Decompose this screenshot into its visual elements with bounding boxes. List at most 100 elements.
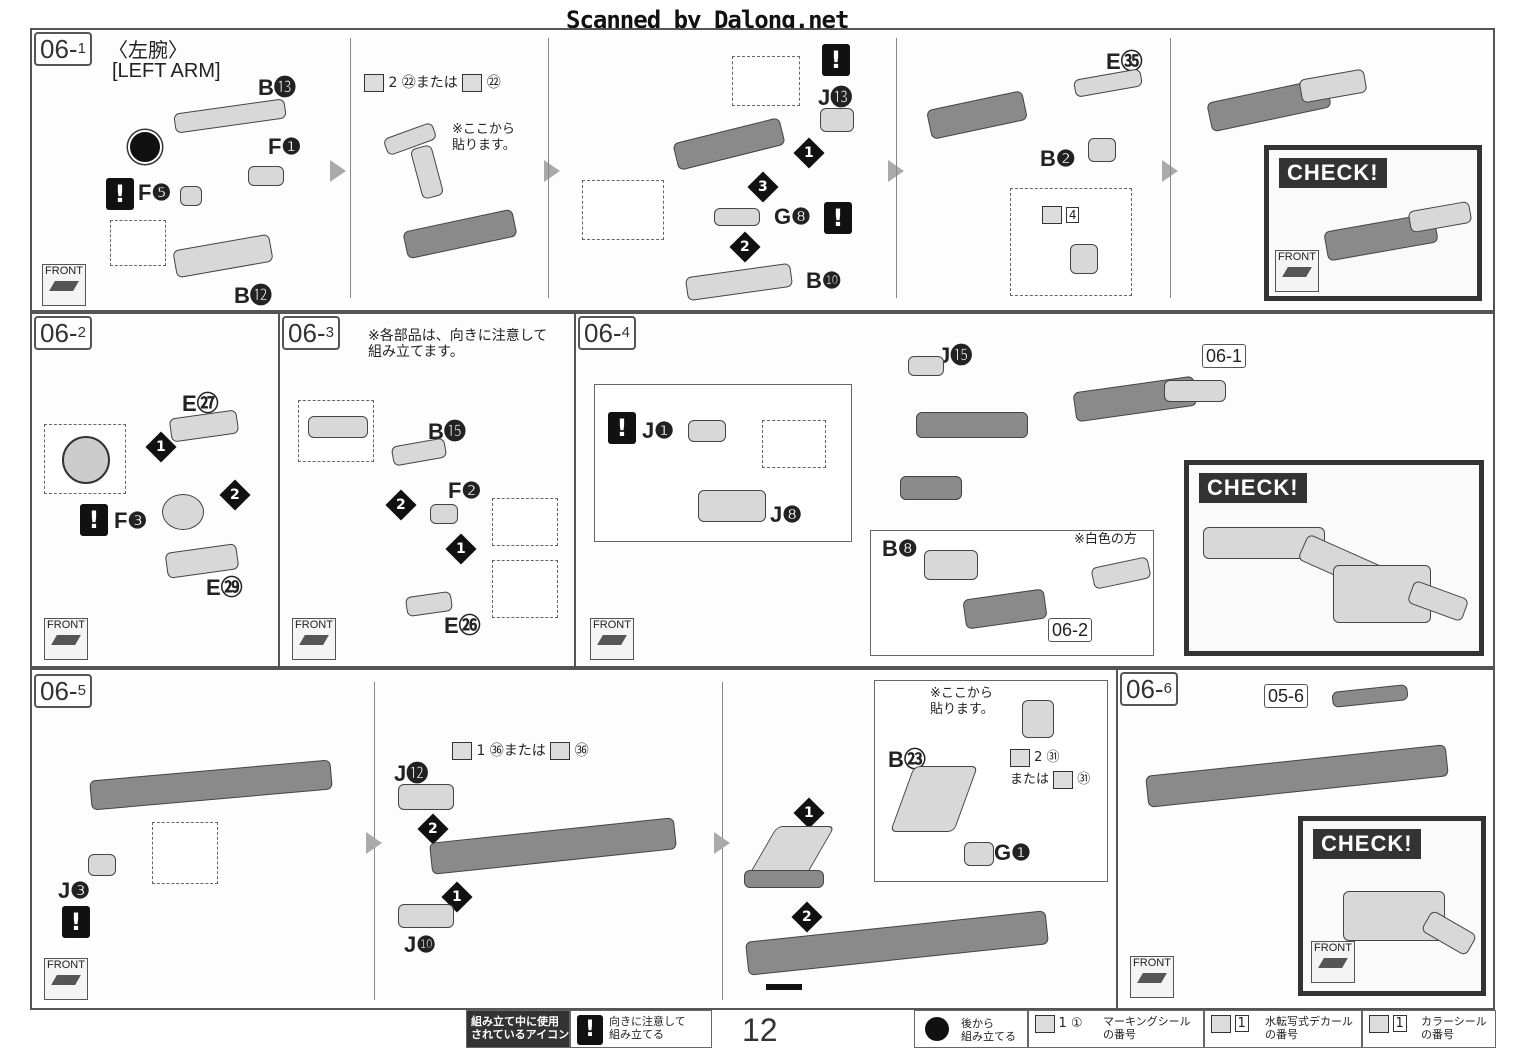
front-indicator: FRONT: [1275, 250, 1319, 292]
part-j3: J❸: [58, 878, 90, 903]
flow-arrow: [330, 160, 346, 182]
hand-part: [1298, 68, 1368, 104]
part-g8-shape: [714, 208, 760, 226]
step-number-2: 2: [219, 479, 251, 511]
step-sub: 1: [77, 40, 86, 57]
check-box: CHECK! FRONT: [1264, 145, 1482, 301]
arm-assembly: [1145, 744, 1449, 808]
legend-color-text: カラーシール の番号: [1421, 1015, 1487, 1041]
direction-arrow: [766, 984, 802, 990]
part-b8: B❽: [882, 536, 918, 561]
legend-water-text: 水転写式デカール の番号: [1265, 1015, 1353, 1041]
step-06-5-panel: 06-5 J❸ ! FRONT 1 ㊱または ㊱ J⓬ 2 1 J❿ ※ここから…: [30, 668, 1118, 1010]
step-sub: 4: [621, 324, 630, 341]
warning-icon: !: [80, 504, 108, 536]
page-number: 12: [742, 1012, 778, 1048]
step-sub: 5: [77, 682, 86, 699]
ref-06-1: 06-1: [1202, 344, 1247, 368]
part-b13: B⓭: [258, 75, 296, 100]
divider: [1170, 38, 1171, 298]
front-label: FRONT: [45, 265, 83, 277]
part-f5: F❺: [138, 180, 172, 205]
part-g1: G❶: [994, 840, 1031, 865]
sticker2b-text: または: [1010, 772, 1050, 787]
sticker-shape-2: [409, 144, 445, 200]
part-f2-shape: [430, 504, 458, 524]
warning-icon: !: [62, 906, 90, 938]
step-num: 06: [584, 318, 613, 348]
step-06-4-panel: 06-4 ! J❶ J❽ J⓯ 06-1 B❽ ※白色の方 06-2 CHECK…: [574, 312, 1495, 668]
step-06-3-panel: 06-3 ※各部品は、向きに注意して 組み立てます。 B⓯ F❷ 2 1 E㉖ …: [278, 312, 576, 668]
part-b12: B⓬: [234, 283, 272, 308]
step-number: 06-3: [282, 316, 340, 350]
step-number-1: 1: [793, 137, 825, 169]
step-number-1: 1: [793, 797, 825, 829]
shield-part: [1331, 684, 1409, 708]
sticker-ref: 1 ㊱または ㊱: [452, 740, 589, 760]
part-e26: E㉖: [444, 613, 481, 638]
check-title: CHECK!: [1313, 829, 1421, 859]
warning-icon: !: [822, 44, 850, 76]
check-title: CHECK!: [1279, 158, 1387, 188]
step-number: 06-1: [34, 32, 92, 66]
sticker-icon-alt: [462, 74, 483, 92]
front-indicator: FRONT: [44, 958, 88, 1000]
detail-box: [492, 498, 558, 546]
part-g1-shape: [964, 842, 994, 866]
hand-part: [1164, 380, 1226, 402]
wing-part-base: [744, 870, 824, 888]
sticker-icon-alt: [550, 742, 571, 760]
part-b2-shape: [1088, 138, 1116, 162]
part-j1: J❶: [642, 418, 674, 443]
sticker-shape: [1022, 700, 1054, 738]
part-j3-shape: [88, 854, 116, 876]
legend-warn-text: 向きに注意して 組み立てる: [609, 1015, 686, 1041]
sticker-note: ※ここから 貼ります。: [452, 122, 516, 153]
check-title: CHECK!: [1199, 473, 1307, 503]
sticker-ref: 2 ㉒または ㉒: [364, 72, 501, 92]
sticker-ref: 2 ㉛: [1010, 746, 1060, 767]
detail-box: [110, 220, 166, 266]
step-number-1: 1: [445, 533, 477, 565]
marking-sticker-icon: [1035, 1015, 1055, 1033]
part-j8-shape: [698, 490, 766, 522]
part-b13-shape: [173, 98, 287, 134]
step-sub: 6: [1163, 680, 1172, 697]
step-number-2: 2: [729, 231, 761, 263]
detail-box: [1010, 188, 1132, 296]
step-number: 06-6: [1120, 672, 1178, 706]
detail-box: [762, 420, 826, 468]
sticker-icon: [364, 74, 384, 92]
arm-assembly: [745, 910, 1049, 976]
arm-part: [916, 412, 1028, 438]
step-title-jp: 〈左腕〉: [108, 38, 188, 62]
part-g8: G❽: [774, 204, 811, 229]
front-label: FRONT: [47, 619, 85, 631]
front-label: FRONT: [47, 959, 85, 971]
step-number: 06-4: [578, 316, 636, 350]
sticker-icon-alt: [1053, 770, 1074, 789]
step-sub: 3: [325, 324, 334, 341]
step-num: 06: [40, 34, 69, 64]
step-sub: 2: [77, 324, 86, 341]
warning-icon: !: [608, 412, 636, 444]
step-number-3: 3: [747, 171, 779, 203]
legend-later-text: 後から 組み立てる: [961, 1017, 1016, 1043]
part-f1: F❶: [268, 134, 302, 159]
front-label: FRONT: [295, 619, 333, 631]
gear-part: [62, 436, 110, 484]
sticker-icon: [1010, 748, 1030, 767]
arm-part: [925, 90, 1029, 140]
front-indicator: FRONT: [1311, 941, 1355, 983]
part-j8: J❽: [770, 502, 802, 527]
sticker-note: ※ここから 貼ります。: [930, 686, 994, 717]
sticker-text: 1 ㊱または: [476, 743, 546, 759]
part-j13-shape: [820, 108, 854, 132]
arm-assembly: [429, 817, 677, 875]
legend-warn: ! 向きに注意して 組み立てる: [570, 1010, 712, 1048]
later-assembly-icon: [925, 1017, 949, 1041]
part-b10-shape: [684, 262, 794, 302]
front-indicator: FRONT: [44, 618, 88, 660]
color-sticker-icon: [1369, 1015, 1389, 1033]
sticker-shape: [1070, 244, 1098, 274]
